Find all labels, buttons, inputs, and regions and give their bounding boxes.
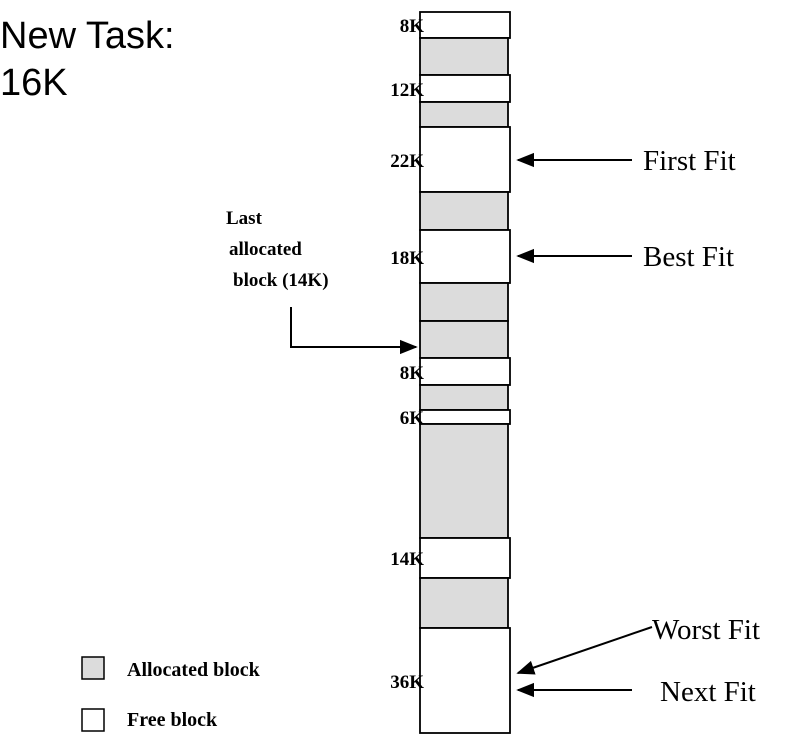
- allocated-block: [419, 282, 509, 322]
- first-fit-pointer: First Fit: [516, 145, 736, 177]
- worst-fit-arrow: [516, 626, 653, 675]
- free-block: [419, 357, 511, 386]
- legend-allocated-label: Allocated block: [127, 659, 261, 681]
- block-size-label: 36K: [390, 672, 424, 693]
- allocated-block: [419, 320, 509, 359]
- block-size-label: 8K: [400, 16, 425, 37]
- worst-fit-label: Worst Fit: [652, 614, 760, 646]
- allocated-block: [419, 37, 509, 76]
- free-block: [419, 627, 511, 734]
- allocated-block: [419, 384, 509, 411]
- legend: Allocated block Free block: [81, 656, 261, 732]
- free-block: [419, 537, 511, 579]
- worst-fit-pointer: Worst Fit: [516, 614, 760, 675]
- legend-allocated-swatch: [81, 656, 105, 680]
- free-block: [419, 74, 511, 103]
- last-allocated-arrow: [290, 307, 418, 355]
- next-fit-pointer: Next Fit: [516, 676, 756, 708]
- first-fit-label: First Fit: [643, 145, 736, 177]
- block-size-label: 22K: [390, 151, 424, 172]
- free-block: [419, 126, 511, 193]
- block-size-label: 8K: [400, 363, 425, 384]
- title-line-1: New Task:: [0, 15, 175, 57]
- allocated-block: [419, 577, 509, 629]
- last-allocated-line-2: allocated: [229, 239, 302, 260]
- legend-free-swatch: [81, 708, 105, 732]
- free-block: [419, 409, 511, 425]
- free-block: [419, 11, 511, 39]
- block-size-label: 12K: [390, 80, 424, 101]
- block-size-label: 18K: [390, 248, 424, 269]
- free-block: [419, 229, 511, 284]
- allocated-block: [419, 191, 509, 231]
- legend-free-label: Free block: [127, 709, 218, 731]
- next-fit-label: Next Fit: [660, 676, 756, 708]
- block-size-label: 6K: [400, 408, 425, 429]
- best-fit-pointer: Best Fit: [516, 241, 734, 273]
- block-size-label: 14K: [390, 549, 424, 570]
- allocated-block: [419, 423, 509, 539]
- last-allocated-line-1: Last: [226, 208, 263, 229]
- best-fit-label: Best Fit: [643, 241, 734, 273]
- last-allocated-note: Last allocated block (14K): [226, 208, 418, 355]
- memory-column: 8K 12K 22K 18K 8K 6K 14K 36K: [390, 11, 511, 734]
- title-line-2: 16K: [0, 62, 68, 104]
- last-allocated-line-3: block (14K): [233, 270, 329, 291]
- allocated-block: [419, 101, 509, 128]
